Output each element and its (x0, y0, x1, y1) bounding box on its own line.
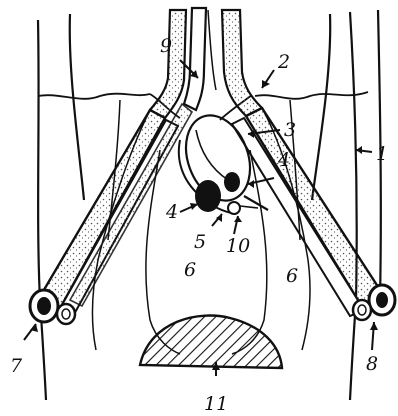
label-10: 10 (226, 235, 250, 257)
label-3: 3 (284, 119, 296, 141)
label-6-right: 6 (286, 265, 298, 287)
label-7: 7 (10, 355, 23, 377)
label-8: 8 (366, 353, 378, 375)
lower-dome (140, 315, 282, 368)
label-1: 1 (376, 143, 388, 165)
label-2: 2 (277, 51, 290, 73)
label-4-left: 4 (165, 201, 178, 223)
right-iliac-vessels (232, 108, 384, 316)
label-5: 5 (194, 231, 206, 253)
label-9: 9 (160, 35, 172, 57)
label-4-right: 4 (277, 149, 290, 171)
label-11: 11 (204, 393, 228, 415)
upper-vessels (150, 8, 262, 118)
label-6-left: 6 (184, 259, 196, 281)
